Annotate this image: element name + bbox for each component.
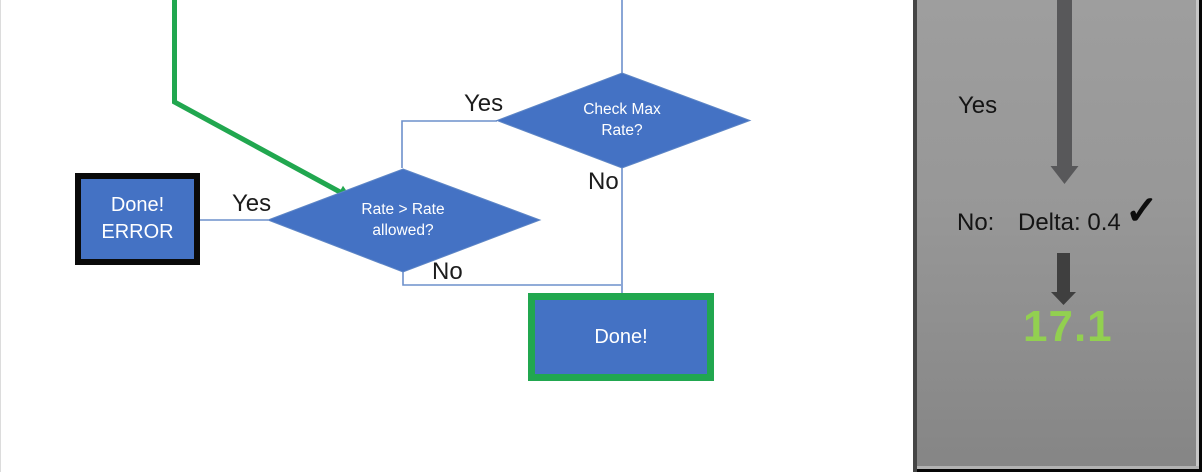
- panel-no-label: No:: [957, 209, 995, 236]
- panel-yes-label: Yes: [958, 92, 998, 119]
- panel-delta-value: Delta: 0.4: [1018, 209, 1121, 236]
- down-arrow-head-icon: [1050, 166, 1079, 184]
- down-arrow-2-head-icon: [1051, 292, 1076, 305]
- panel-result-value: 17.1: [1023, 302, 1113, 351]
- terminal-done-box: Done!: [528, 293, 714, 381]
- checkmark-icon: ✓: [1125, 189, 1159, 233]
- side-panel-arrows: [1050, 0, 1079, 305]
- decision-rate-shape: [266, 168, 542, 273]
- decision-check-max-line2: Rate?: [601, 122, 643, 139]
- branch-label-check-max-no: No: [588, 168, 619, 195]
- decision-check-max-shape: [495, 72, 752, 169]
- down-arrow-2-icon: [1057, 253, 1070, 292]
- panel-edge-light-right: [1196, 0, 1199, 472]
- panel-edge-light-bottom: [917, 466, 1199, 469]
- decision-check-max-line1: Check Max: [583, 101, 661, 118]
- terminal-done-error-line1: Done!: [110, 194, 165, 216]
- down-arrow-icon: [1057, 0, 1072, 166]
- panel-edge-black-bottom: [917, 469, 1202, 472]
- terminal-done-error-line2: ERROR: [101, 221, 174, 243]
- decision-rate-line2: allowed?: [372, 222, 434, 239]
- terminal-done-label: Done!: [594, 325, 648, 348]
- side-panel: Yes No: Delta: 0.4 ✓ 17.1: [913, 0, 1202, 472]
- slide-left-edge: [0, 0, 1, 472]
- branch-label-rate-yes: Yes: [232, 190, 272, 217]
- decision-check-max-label: Check Max Rate?: [537, 99, 707, 141]
- connector-rate-no: [402, 272, 621, 286]
- decision-rate-label: Rate > Rate allowed?: [318, 199, 488, 241]
- panel-edge-black-right: [1199, 0, 1202, 472]
- decision-rate-line1: Rate > Rate: [361, 201, 445, 218]
- terminal-done-error-box: Done! ERROR: [75, 173, 200, 265]
- branch-label-check-max-yes: Yes: [464, 90, 504, 117]
- connector-check-max-yes: [401, 120, 497, 168]
- green-path-line: [172, 0, 342, 195]
- branch-label-rate-no: No: [432, 258, 463, 285]
